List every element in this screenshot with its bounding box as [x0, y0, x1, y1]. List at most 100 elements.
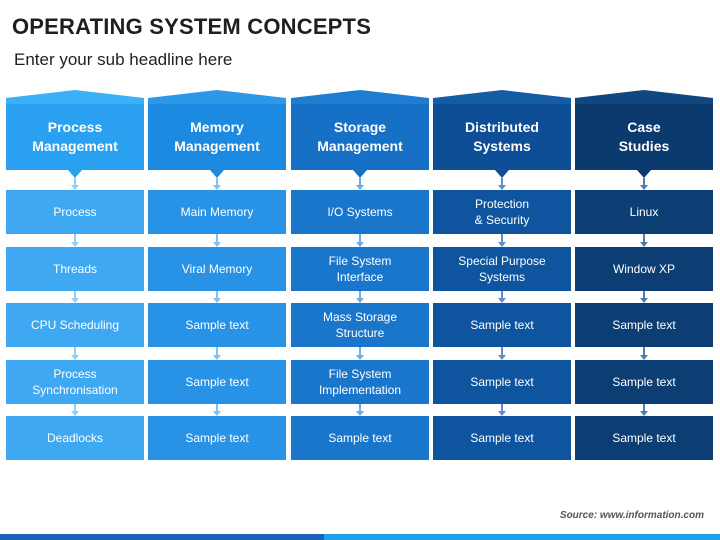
- page-subtitle: Enter your sub headline here: [14, 50, 233, 69]
- concept-cell: File System Implementation: [291, 360, 429, 404]
- connector-arrow-icon: [498, 185, 506, 190]
- connector-arrow-icon: [498, 298, 506, 303]
- header-roof: [575, 90, 713, 104]
- concept-cell: Sample text: [433, 360, 571, 404]
- connector-line: [501, 234, 503, 243]
- bottom-accent-bar: [0, 534, 720, 540]
- concept-cell: Sample text: [575, 360, 713, 404]
- connector-arrow-icon: [498, 355, 506, 360]
- header-roof: [433, 90, 571, 104]
- header-shape: [433, 90, 571, 178]
- connector-line: [501, 291, 503, 299]
- source-credit: Source: www.information.com: [559, 510, 704, 521]
- connector-line: [74, 291, 76, 299]
- connector-line: [74, 347, 76, 356]
- connector-line: [359, 178, 361, 186]
- connector-line: [216, 234, 218, 243]
- header-shape: [575, 90, 713, 178]
- column-header-label: Process Management: [32, 119, 118, 154]
- header-roof: [148, 90, 286, 104]
- header-roof: [6, 90, 144, 104]
- connector-arrow-icon: [213, 185, 221, 190]
- connector-arrow-icon: [213, 411, 221, 416]
- connector-arrow-icon: [71, 298, 79, 303]
- concept-cell: Sample text: [148, 416, 286, 460]
- connector-line: [359, 404, 361, 412]
- connector-line: [643, 404, 645, 412]
- column-header: Storage Management: [291, 90, 429, 180]
- connector-arrow-icon: [640, 185, 648, 190]
- connector-line: [501, 178, 503, 186]
- column-header: Distributed Systems: [433, 90, 571, 180]
- connector-line: [643, 234, 645, 243]
- header-body: [6, 104, 144, 178]
- column-header: Memory Management: [148, 90, 286, 180]
- connector-arrow-icon: [356, 298, 364, 303]
- concept-cell: File System Interface: [291, 247, 429, 291]
- column-header-label: Distributed Systems: [465, 119, 539, 154]
- page-title: OPERATING SYSTEM CONCEPTS: [12, 14, 372, 39]
- concept-cell: Viral Memory: [148, 247, 286, 291]
- connector-arrow-icon: [640, 298, 648, 303]
- connector-arrow-icon: [640, 355, 648, 360]
- connector-line: [216, 404, 218, 412]
- column-header-label: Memory Management: [174, 119, 260, 154]
- concept-cell: Sample text: [433, 416, 571, 460]
- concept-cell: Sample text: [433, 303, 571, 347]
- connector-line: [643, 347, 645, 356]
- connector-arrow-icon: [71, 185, 79, 190]
- connector-arrow-icon: [71, 411, 79, 416]
- concept-cell: Process Synchronisation: [6, 360, 144, 404]
- connector-line: [74, 404, 76, 412]
- connector-line: [359, 234, 361, 243]
- column-header-label: Case Studies: [618, 119, 670, 154]
- concept-cell: Threads: [6, 247, 144, 291]
- concept-cell: Mass Storage Structure: [291, 303, 429, 347]
- header-shape: [148, 90, 286, 178]
- concept-cell: Process: [6, 190, 144, 234]
- concept-cell: CPU Scheduling: [6, 303, 144, 347]
- connector-arrow-icon: [640, 411, 648, 416]
- header-shape: [6, 90, 144, 178]
- connector-arrow-icon: [71, 355, 79, 360]
- concept-cell: Special Purpose Systems: [433, 247, 571, 291]
- concept-cell: Protection & Security: [433, 190, 571, 234]
- concept-cell: Sample text: [291, 416, 429, 460]
- concept-cell: Main Memory: [148, 190, 286, 234]
- header-shape: [291, 90, 429, 178]
- connector-line: [359, 291, 361, 299]
- connector-arrow-icon: [498, 411, 506, 416]
- concept-cell: Sample text: [575, 416, 713, 460]
- connector-arrow-icon: [356, 411, 364, 416]
- concept-cell: Deadlocks: [6, 416, 144, 460]
- connector-line: [74, 234, 76, 243]
- connector-line: [501, 347, 503, 356]
- connector-arrow-icon: [213, 242, 221, 247]
- connector-line: [216, 347, 218, 356]
- concept-cell: Sample text: [575, 303, 713, 347]
- header-body: [148, 104, 286, 178]
- concept-cell: Window XP: [575, 247, 713, 291]
- column-header: Process Management: [6, 90, 144, 180]
- connector-line: [359, 347, 361, 356]
- connector-arrow-icon: [640, 242, 648, 247]
- concept-cell: I/O Systems: [291, 190, 429, 234]
- connector-arrow-icon: [356, 355, 364, 360]
- connector-line: [216, 178, 218, 186]
- concept-cell: Sample text: [148, 360, 286, 404]
- header-roof: [291, 90, 429, 104]
- header-body: [433, 104, 571, 178]
- connector-line: [643, 178, 645, 186]
- connector-line: [216, 291, 218, 299]
- column-header: Case Studies: [575, 90, 713, 180]
- connector-arrow-icon: [356, 242, 364, 247]
- header-body: [575, 104, 713, 178]
- concept-cell: Linux: [575, 190, 713, 234]
- connector-arrow-icon: [498, 242, 506, 247]
- concept-cell: Sample text: [148, 303, 286, 347]
